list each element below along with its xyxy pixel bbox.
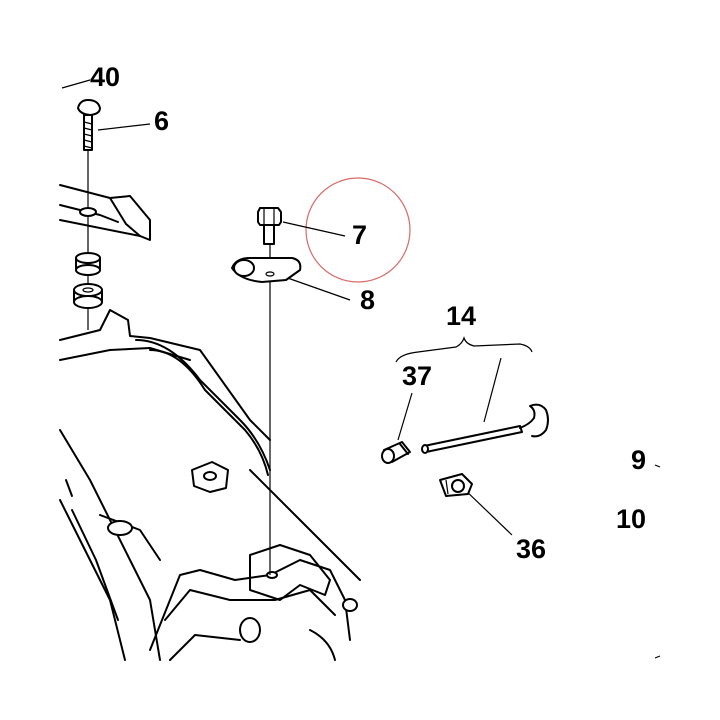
clamp-part-8 xyxy=(231,257,302,283)
callout-14: 14 xyxy=(446,301,477,331)
callout-36: 36 xyxy=(516,534,547,564)
bolt-part-7 xyxy=(257,207,282,245)
bracket-plate xyxy=(59,184,151,241)
callout-7: 7 xyxy=(352,220,368,250)
grommet-upper xyxy=(75,252,101,276)
screw-part-6 xyxy=(77,99,101,151)
leader-lines xyxy=(61,79,661,659)
cap-part-37 xyxy=(381,441,411,464)
rod-part-14 xyxy=(421,403,549,454)
mounting-bracket xyxy=(249,544,331,601)
callout-8: 8 xyxy=(360,285,376,315)
callout-40: 40 xyxy=(90,62,121,92)
nut-part-36 xyxy=(439,473,473,497)
callout-37: 37 xyxy=(402,361,433,391)
frame-structure xyxy=(59,309,361,661)
grommet-lower xyxy=(73,283,103,309)
callout-9: 9 xyxy=(631,445,647,475)
callout-6: 6 xyxy=(154,106,170,136)
callout-10: 10 xyxy=(616,504,647,534)
highlight-circle xyxy=(305,177,411,283)
